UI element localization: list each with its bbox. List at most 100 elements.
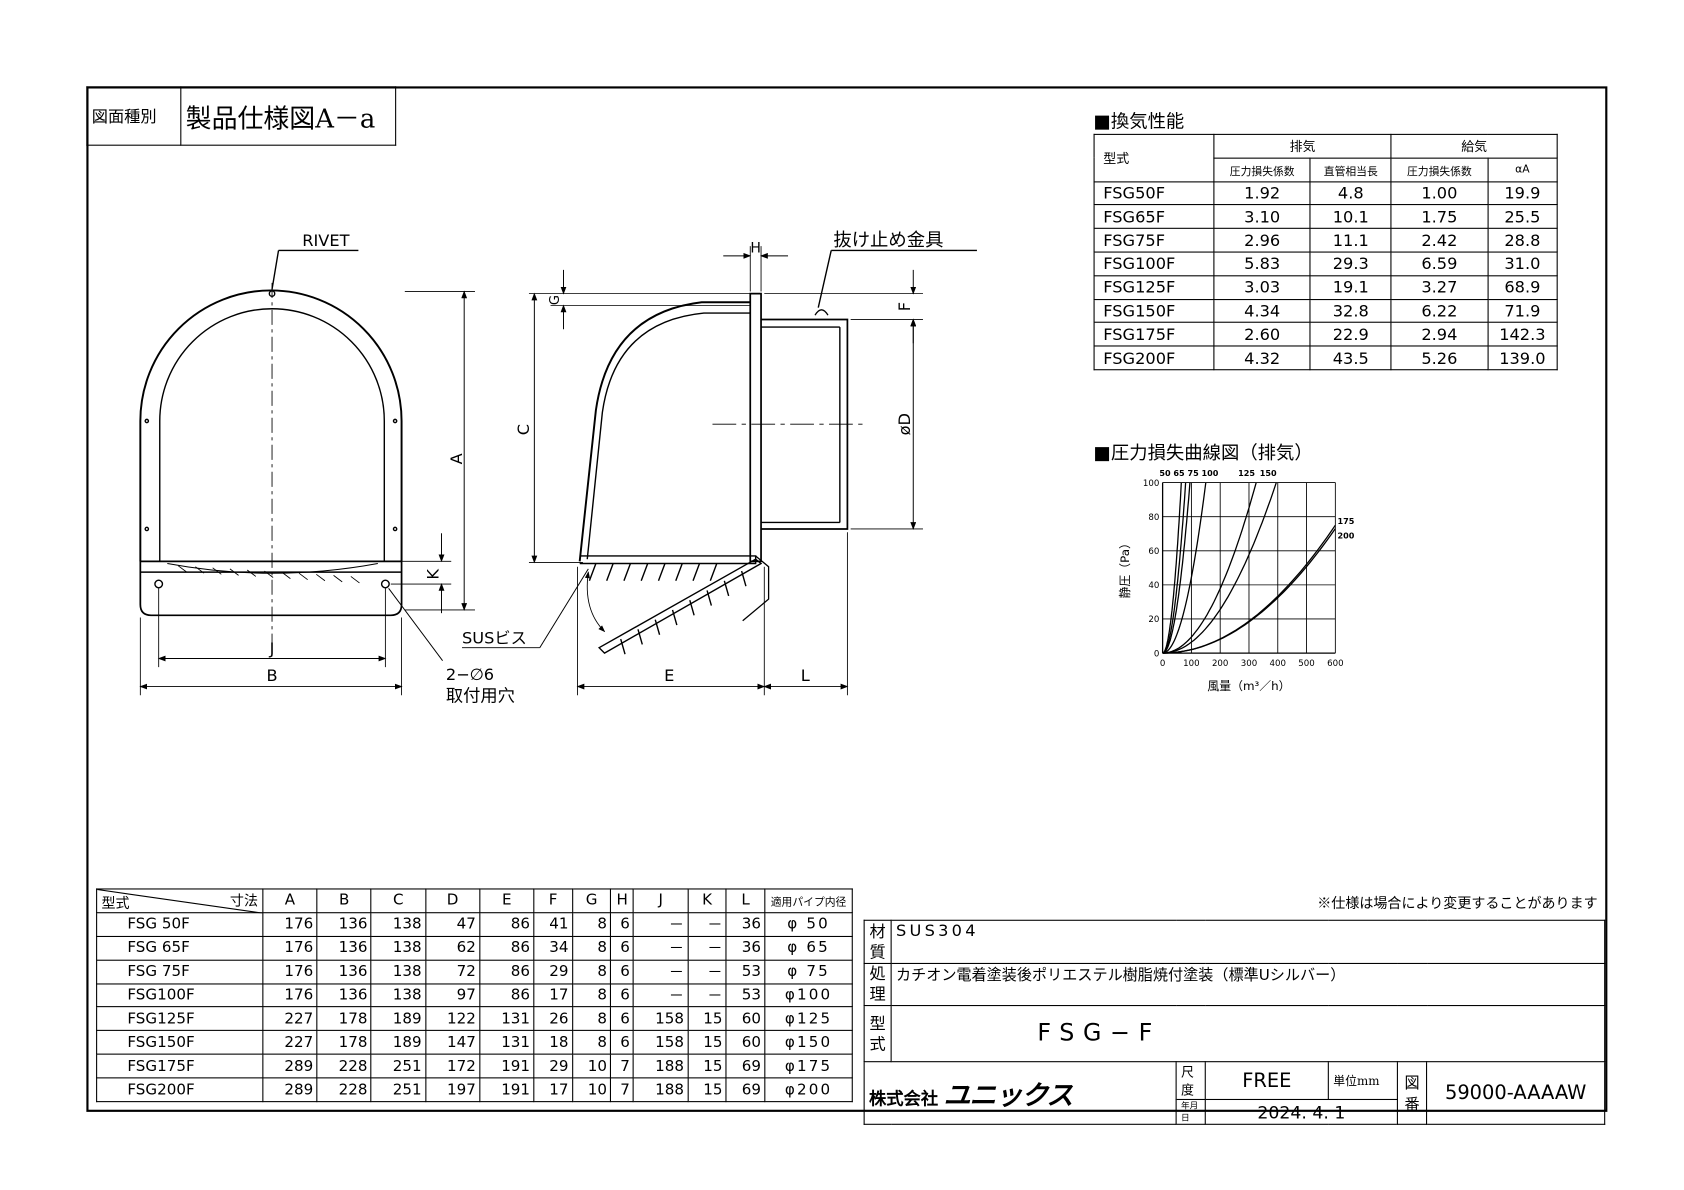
col-exhaust: 排気 [1213,133,1392,159]
material-label: 材質 [863,919,892,964]
series-label: 75 [1187,468,1199,478]
value-cell: 68.9 [1487,275,1558,300]
value-cell: 60 [725,1030,766,1055]
drawing-type-label: 図面種別 [86,86,182,146]
y-axis-label: 静圧（Pa） [1118,537,1132,598]
unit-label: 単位mm [1327,1061,1398,1101]
dim-col-header: E [479,888,535,914]
value-cell: 3.03 [1213,275,1311,300]
value-cell: 227 [262,1030,318,1055]
dim-a-label: A [447,453,466,464]
value-cell: 1.00 [1390,180,1489,206]
value-cell: 69 [725,1053,766,1079]
value-cell: 178 [316,1006,372,1032]
value-cell: 6 [610,1006,635,1032]
side-view [462,246,977,696]
value-cell: 29.3 [1309,251,1392,277]
value-cell: 22.9 [1309,322,1392,347]
dim-f-label: F [895,302,914,311]
value-cell: 60 [725,1006,766,1032]
value-cell: 10 [571,1077,612,1103]
series-line-100 [1162,482,1207,654]
x-tick-label: 200 [1212,659,1228,669]
value-cell: 136 [316,959,372,985]
value-cell: 7 [610,1077,635,1103]
drawing-type-box: 図面種別 製品仕様図A－a [86,86,397,146]
value-cell: 10 [571,1053,612,1079]
value-cell: 136 [316,912,372,937]
model-cell: FSG75F [1093,227,1215,253]
value-cell: 1.75 [1390,204,1489,230]
value-cell: 7 [610,1053,635,1079]
model-cell: FSG 50F [96,912,264,937]
value-cell: 8 [571,912,612,937]
value-cell: － [633,935,689,961]
x-tick-label: 600 [1327,659,1343,669]
value-cell: 36 [725,935,766,961]
value-cell: 139.0 [1487,345,1558,371]
value-cell: 5.83 [1213,251,1311,277]
value-cell: 19.9 [1487,180,1558,206]
y-tick-label: 60 [1148,547,1159,557]
series-label: 65 [1173,468,1185,478]
value-cell: 138 [370,959,426,985]
sub-header: 圧力損失係数 [1213,157,1311,182]
model-cell: FSG100F [96,982,264,1008]
finish-label: 処理 [863,962,892,1007]
model-cell: FSG200F [96,1077,264,1103]
dim-col-header: K [687,888,727,914]
value-cell: 17 [533,982,573,1008]
value-cell: 131 [479,1030,535,1055]
value-cell: 8 [571,1006,612,1032]
y-tick-label: 80 [1148,513,1159,523]
value-cell: 72 [424,959,481,985]
model-cell: FSG200F [1093,345,1215,371]
value-cell: 176 [262,959,318,985]
value-cell: 69 [725,1077,766,1103]
value-cell: 228 [316,1053,372,1079]
model-label: 型式 [863,1005,892,1063]
value-cell: － [633,912,689,937]
value-cell: 142.3 [1487,322,1558,347]
value-cell: 4.8 [1309,180,1392,206]
value-cell: φ 65 [764,935,853,961]
value-cell: 197 [424,1077,481,1103]
value-cell: 6 [610,912,635,937]
col-supply: 給気 [1390,133,1558,159]
value-cell: 191 [479,1053,535,1079]
value-cell: － [633,982,689,1008]
material-value: SUS304 [890,919,1606,964]
model-cell: FSG 75F [96,959,264,985]
value-cell: 32.8 [1309,298,1392,324]
chart-title: ■圧力損失曲線図（排気） [1093,442,1313,465]
dim-col-header: F [533,888,573,914]
date-value: 2024. 4. 1 [1204,1098,1398,1125]
value-cell: 227 [262,1006,318,1032]
dim-col-header: 適用パイプ内径 [764,888,853,914]
scale-label: 尺度 [1175,1061,1206,1101]
holes-label: 2−∅6 [446,665,494,684]
value-cell: 122 [424,1006,481,1032]
value-cell: 176 [262,935,318,961]
value-cell: 251 [370,1077,426,1103]
spec-change-note: ※仕様は場合により変更することがあります [1317,895,1598,913]
value-cell: 6 [610,982,635,1008]
series-label: 175 [1338,516,1355,526]
value-cell: 97 [424,982,481,1008]
value-cell: － [687,935,727,961]
performance-title: ■換気性能 [1093,111,1185,133]
value-cell: 18 [533,1030,573,1055]
product-drawings: RIVET A K J B 2−∅6 取付用穴 C G H F øD E L S… [139,230,977,707]
value-cell: 15 [687,1053,727,1079]
value-cell: 147 [424,1030,481,1055]
dim-g-label: G [548,295,563,305]
series-line-75 [1162,482,1191,654]
dim-col-header: J [633,888,689,914]
value-cell: 6 [610,1030,635,1055]
